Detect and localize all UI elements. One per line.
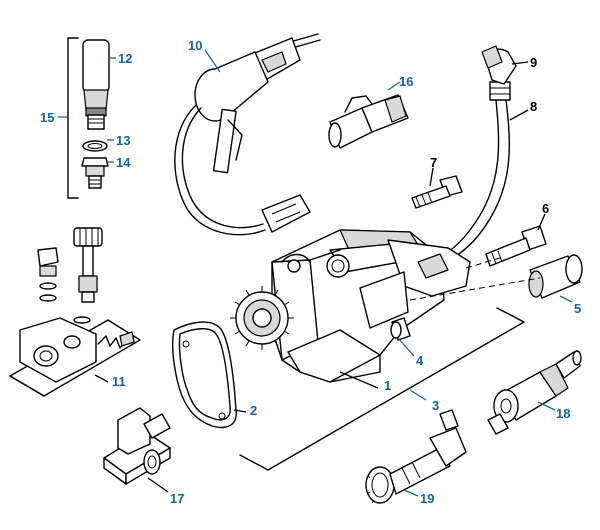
- callout-12: 12: [118, 51, 132, 66]
- callout-14: 14: [116, 155, 131, 170]
- part-11-filter-head: [9, 227, 141, 397]
- callout-17: 17: [170, 491, 184, 506]
- part-9-elbow: [481, 45, 517, 85]
- part-15-assembly: [58, 37, 116, 199]
- part-13-o-ring: [82, 140, 108, 152]
- part-7-bolt: [411, 167, 463, 209]
- callout-18: 18: [556, 406, 570, 421]
- callout-15: 15: [40, 110, 54, 125]
- callout-7: 7: [430, 155, 437, 170]
- callout-10: 10: [188, 38, 202, 53]
- part-6-bolt: [485, 213, 547, 267]
- callout-5: 5: [574, 301, 581, 316]
- callout-labels: 1 2 3 4 5 6 7 8 9 10 11 12 13 14 15 16 1…: [40, 38, 581, 506]
- part-12-cap: [82, 39, 110, 130]
- callout-16: 16: [399, 74, 413, 89]
- part-16-valve: [328, 81, 409, 149]
- part-18-connector-sensor: [487, 350, 582, 435]
- part-19-hand-primer: [365, 409, 467, 504]
- part-4-o-ring: [390, 321, 415, 357]
- part-8-hose: [429, 81, 511, 269]
- callout-4: 4: [416, 353, 424, 368]
- callout-3: 3: [432, 398, 439, 413]
- part-1-pump-body: [271, 229, 471, 383]
- part-17-bracket: [103, 407, 171, 493]
- callout-1: 1: [384, 378, 391, 393]
- part-5-sleeve: [528, 254, 583, 303]
- part-2-gasket: [172, 321, 247, 429]
- callout-19: 19: [420, 491, 434, 506]
- part-10-sensor-harness: [174, 33, 321, 236]
- callout-11: 11: [112, 374, 126, 389]
- pump-drive-gear: [230, 286, 294, 350]
- callout-8: 8: [530, 99, 537, 114]
- callout-9: 9: [530, 55, 537, 70]
- callout-13: 13: [116, 133, 130, 148]
- callout-6: 6: [542, 201, 549, 216]
- callout-2: 2: [250, 403, 257, 418]
- part-14-fitting: [81, 157, 109, 189]
